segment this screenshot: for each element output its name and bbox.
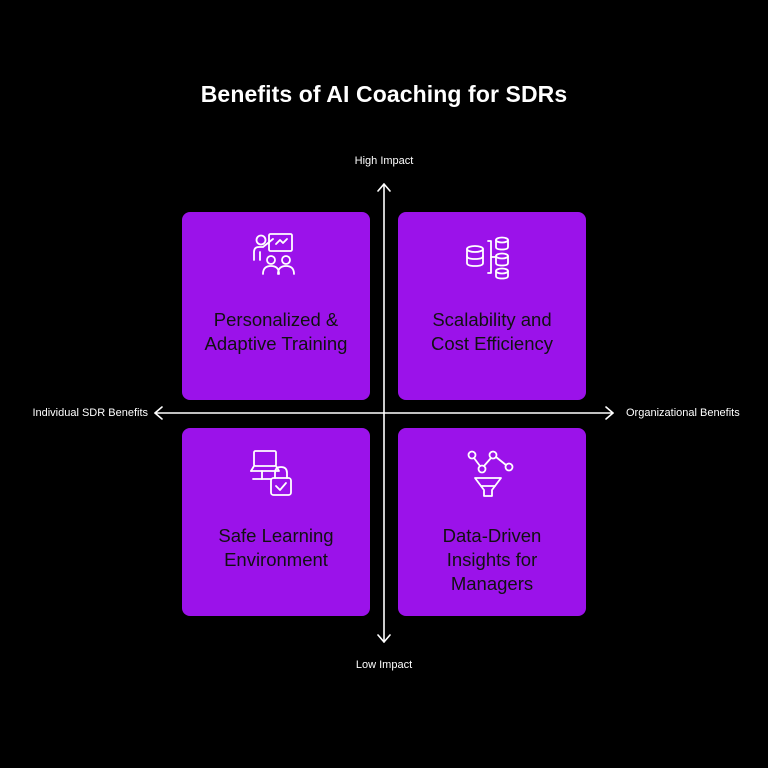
quadrant-card-data-insights: Data-Driven Insights for Managers — [398, 428, 586, 616]
quadrant-label: Scalability and Cost Efficiency — [430, 309, 553, 354]
horizontal-axis-right-arrow — [605, 406, 614, 420]
presenter-teaching-group-icon — [253, 233, 295, 275]
axis-label-low-impact: Low Impact — [355, 659, 413, 671]
analytics-funnel-icon — [467, 450, 514, 497]
diagram-title: Benefits of AI Coaching for SDRs — [200, 81, 568, 107]
horizontal-axis-left-arrow — [154, 406, 163, 420]
axis-label-individual-benefits: Individual SDR Benefits — [32, 407, 148, 419]
vertical-axis-bottom-arrow — [377, 634, 391, 643]
quadrant-label: Personalized & Adaptive Training — [204, 309, 348, 354]
quadrant-card-scalability: Scalability and Cost Efficiency — [398, 212, 586, 400]
quadrant-label: Safe Learning Environment — [218, 525, 334, 570]
database-scaling-icon — [466, 236, 509, 280]
axis-label-organizational-benefits: Organizational Benefits — [626, 407, 740, 419]
quadrant-card-personalized-training: Personalized & Adaptive Training — [182, 212, 370, 400]
axis-label-high-impact: High Impact — [354, 155, 414, 167]
quadrant-label: Data-Driven Insights for Managers — [442, 525, 542, 594]
quadrant-card-safe-learning: Safe Learning Environment — [182, 428, 370, 616]
vertical-axis-top-arrow — [377, 183, 391, 192]
laptop-lock-icon — [250, 450, 292, 496]
